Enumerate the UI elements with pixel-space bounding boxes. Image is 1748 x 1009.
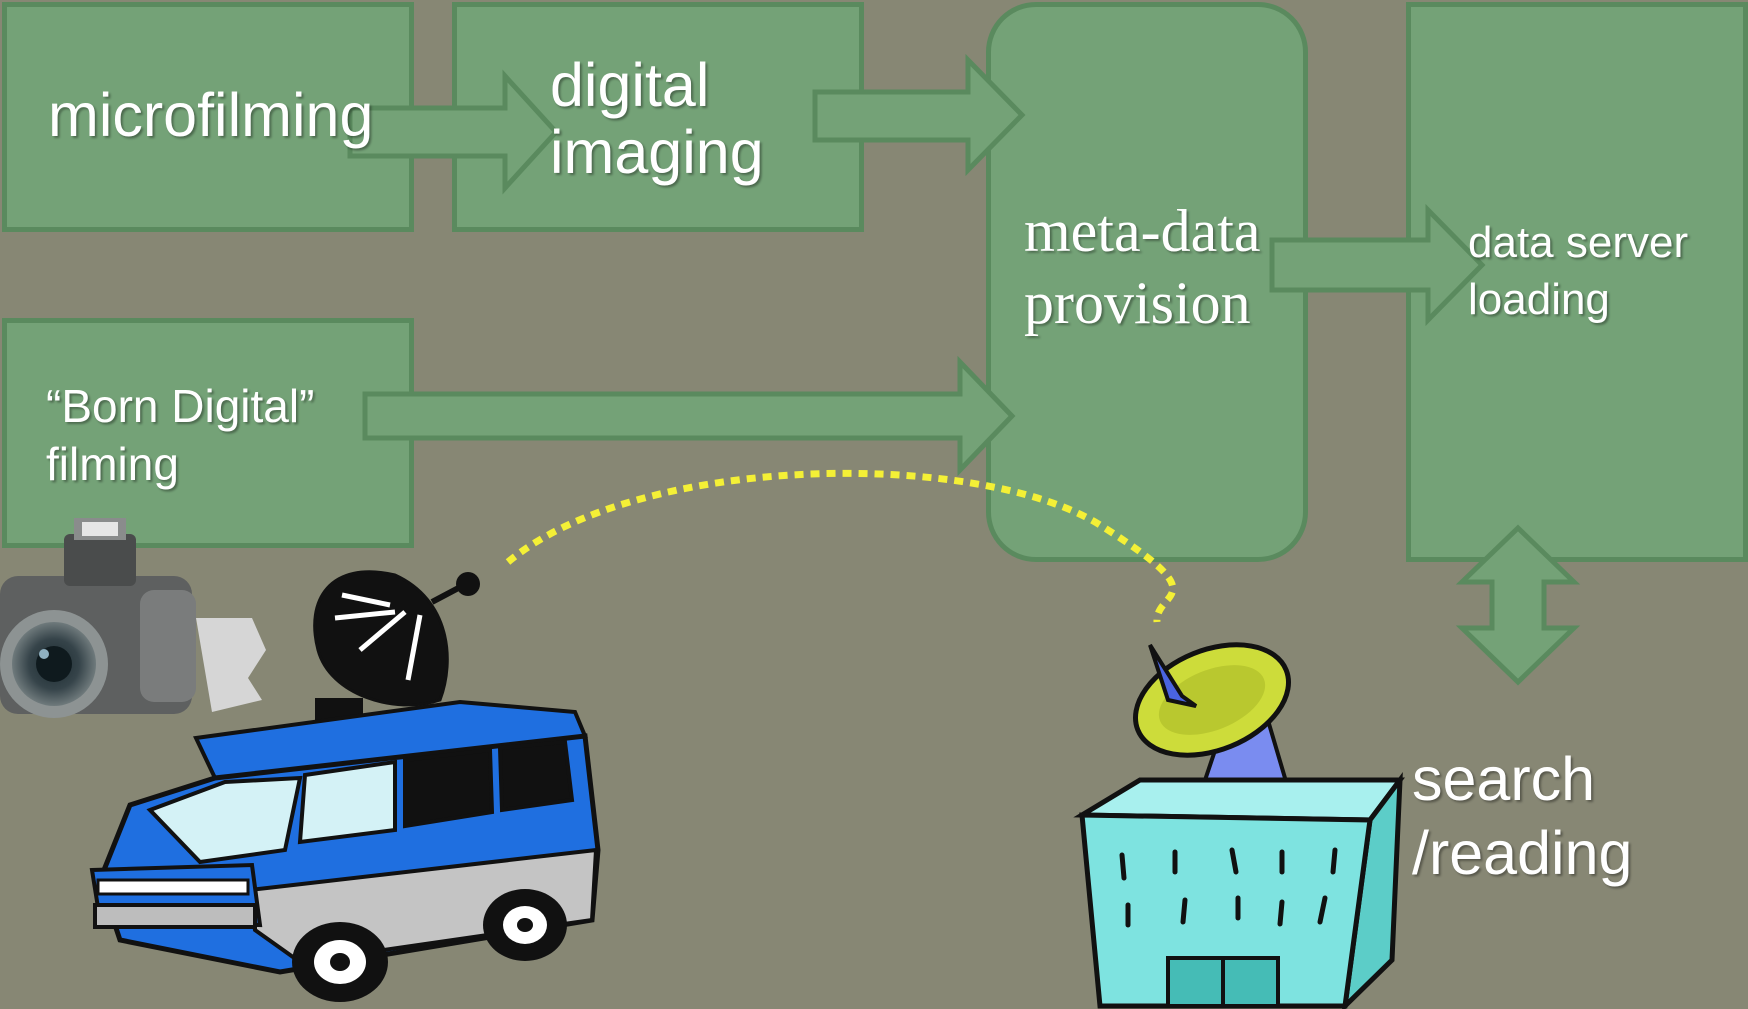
arrow-digital-to-metadata xyxy=(812,53,1026,177)
node-metadata: meta-data provision xyxy=(1024,195,1261,339)
arrow-server-search-bidirectional xyxy=(1455,524,1581,686)
search-line-1: search xyxy=(1412,745,1596,813)
node-data-server: data server loading xyxy=(1468,214,1688,328)
born-digital-line-2: filming xyxy=(46,437,179,490)
metadata-line-2: provision xyxy=(1024,270,1251,336)
metadata-line-1: meta-data xyxy=(1024,198,1261,264)
microfilming-label: microfilming xyxy=(48,81,374,149)
digital-imaging-line-1: digital xyxy=(550,51,710,119)
born-digital-line-1: “Born Digital” xyxy=(46,380,315,432)
node-microfilming: microfilming xyxy=(48,81,374,149)
data-server-line-2: loading xyxy=(1468,275,1610,325)
born-digital-box xyxy=(2,318,414,548)
camera-icon xyxy=(0,518,266,718)
digital-imaging-line-2: imaging xyxy=(550,118,764,187)
satellite-van-icon xyxy=(89,570,601,1002)
data-server-line-1: data server xyxy=(1468,218,1689,267)
node-digital-imaging: digital imaging xyxy=(550,51,764,187)
wireless-link-icon xyxy=(505,469,1177,623)
arrow-microfilming-to-digital xyxy=(347,69,560,195)
search-line-2: /reading xyxy=(1412,819,1633,888)
arrow-born-digital-to-metadata xyxy=(362,355,1016,477)
satellite-building-icon xyxy=(1073,642,1405,1009)
microfilming-box xyxy=(2,2,414,232)
arrow-metadata-to-server xyxy=(1269,203,1486,327)
node-born-digital: “Born Digital” filming xyxy=(46,378,314,493)
node-search-reading: search /reading xyxy=(1412,742,1632,891)
